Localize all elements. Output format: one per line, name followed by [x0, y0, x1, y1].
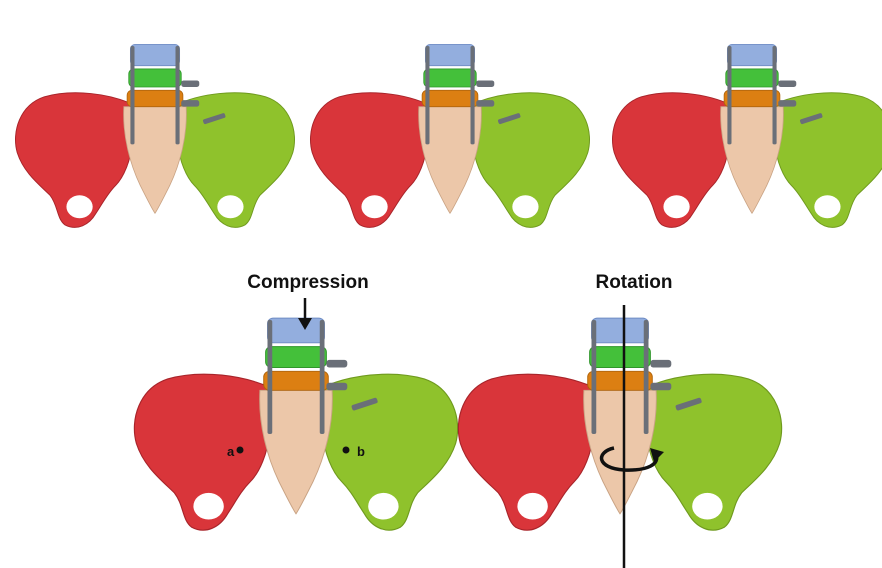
pelvis-model-2 [310, 44, 589, 227]
rotation-label: Rotation [595, 272, 672, 293]
compression-label: Compression [247, 272, 368, 293]
pelvis-rotation-model [458, 318, 781, 530]
point-a-label: a [227, 444, 235, 459]
point-b-label: b [357, 444, 365, 459]
pelvis-compression-model [134, 318, 457, 530]
point-a-marker [237, 447, 244, 454]
pelvis-model-3 [612, 44, 882, 227]
pelvis-model-1 [15, 44, 294, 227]
point-b-marker [343, 447, 350, 454]
